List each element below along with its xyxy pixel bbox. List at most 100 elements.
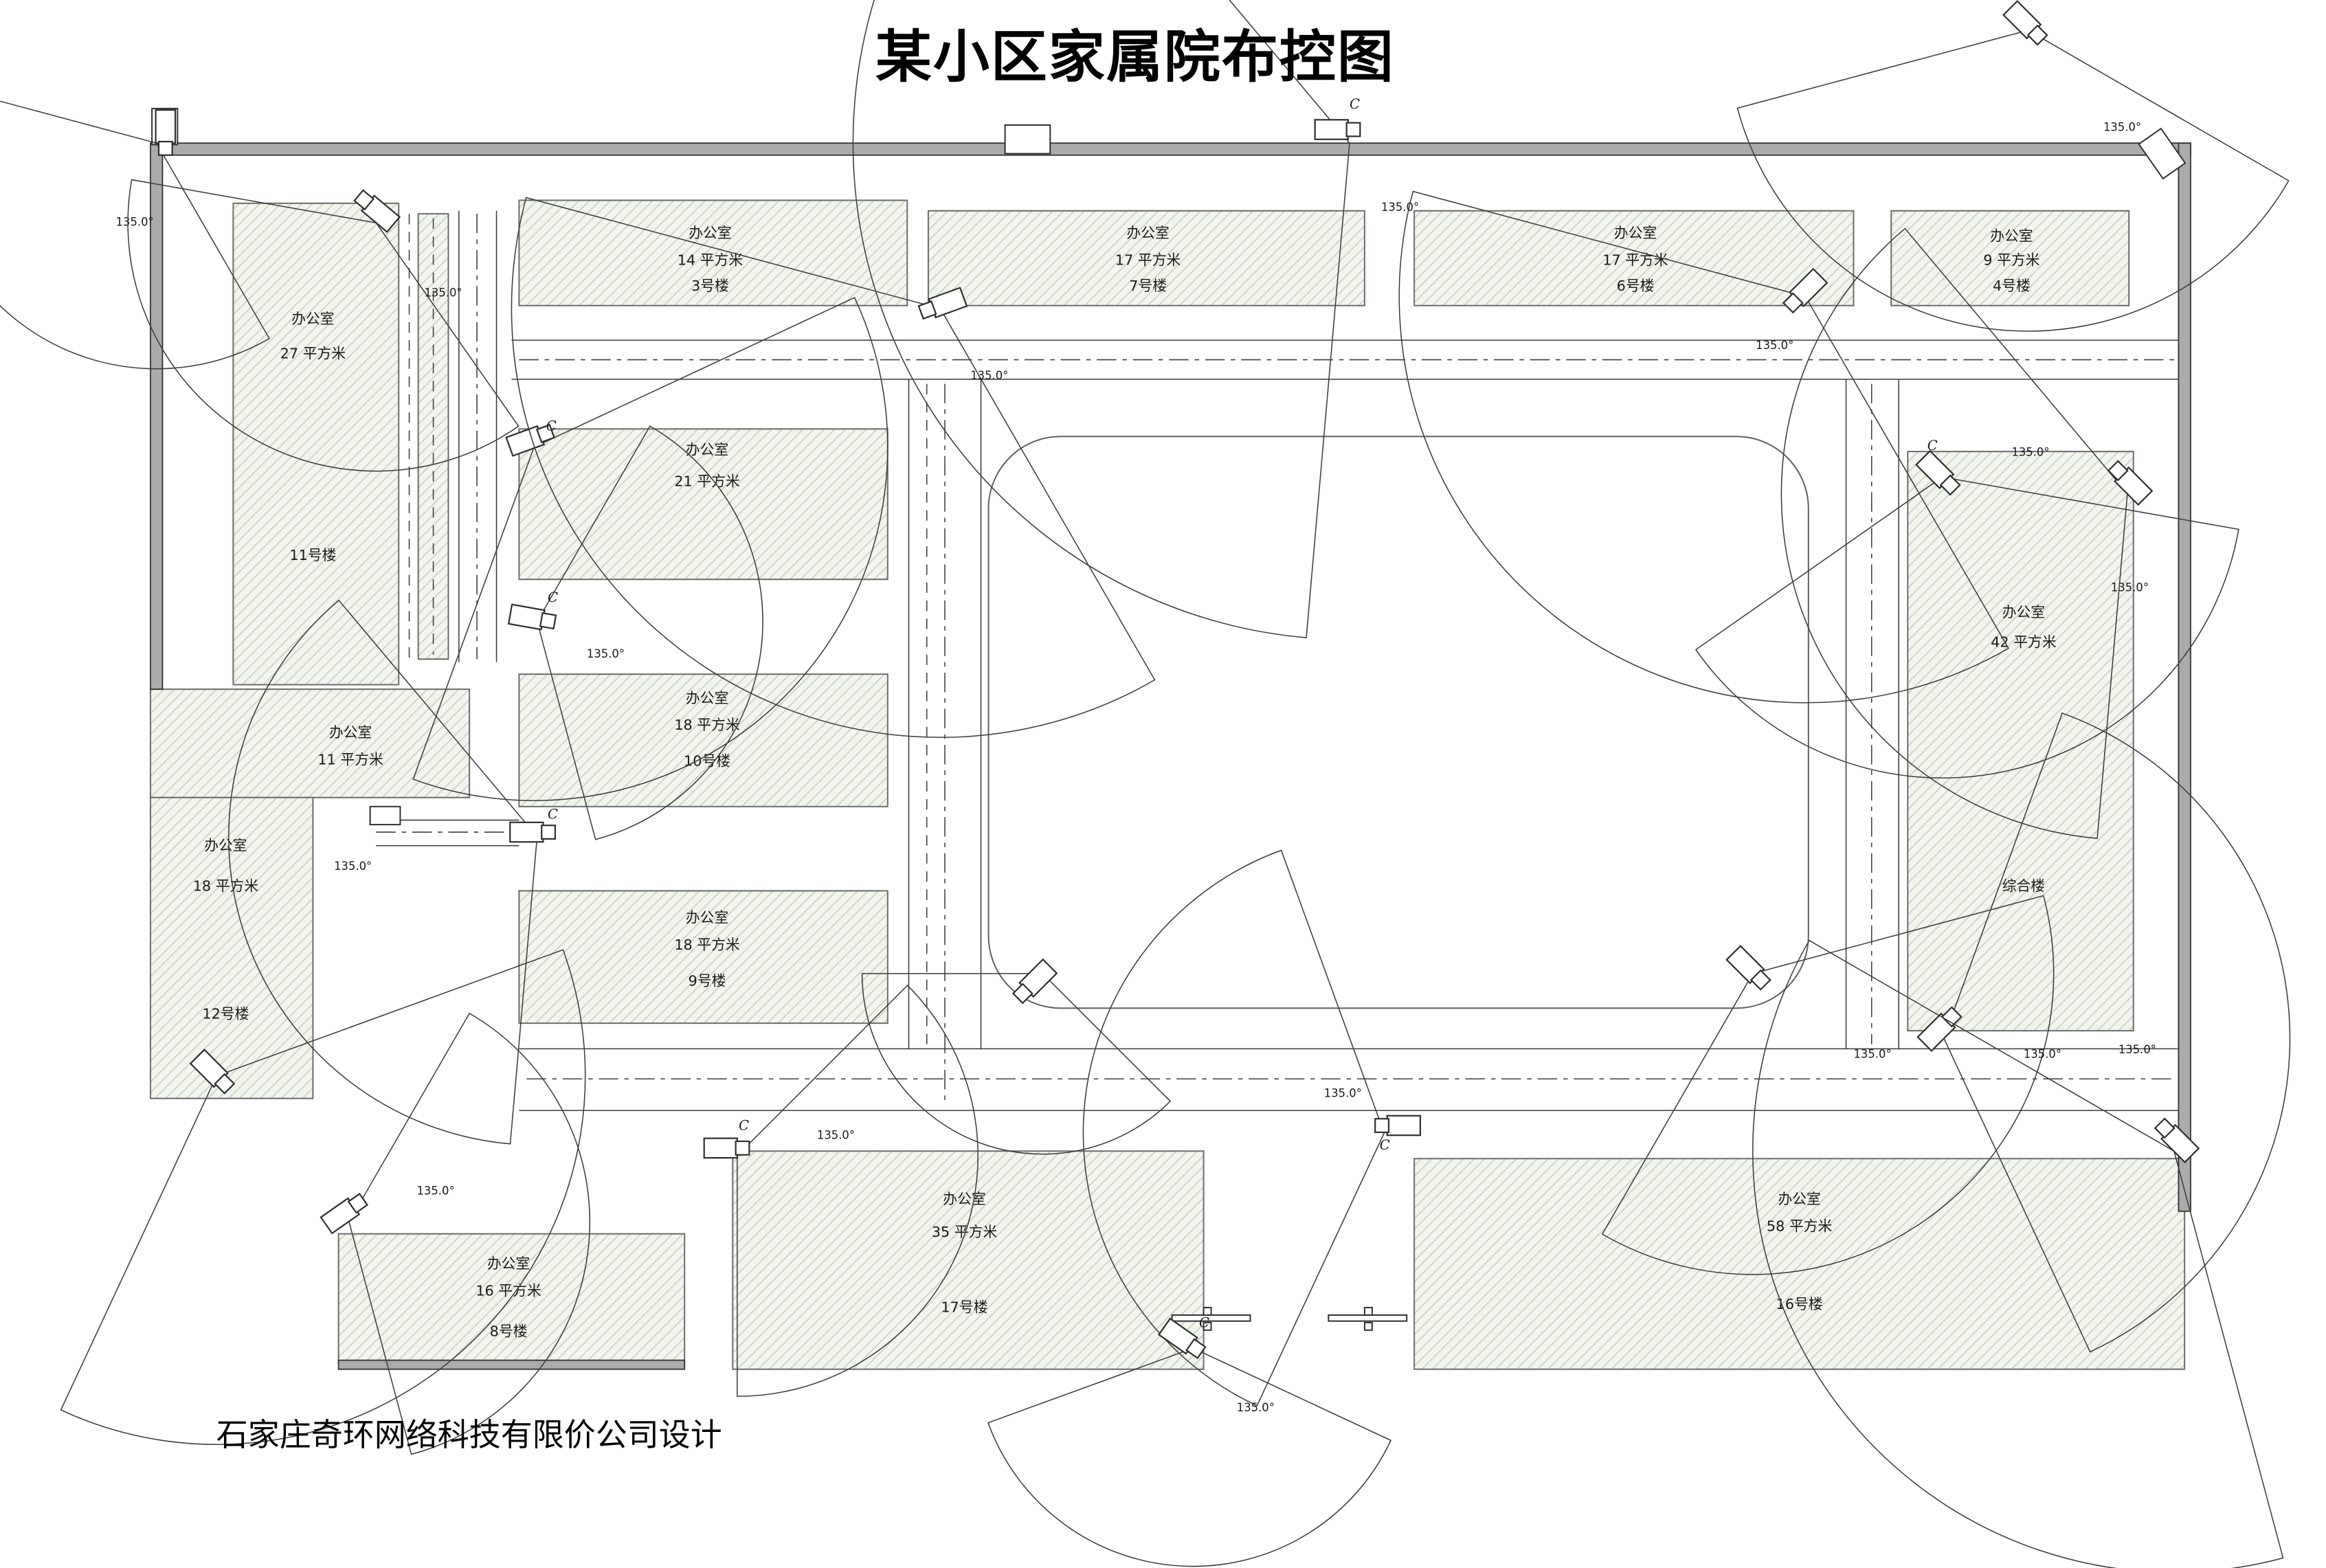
building-label: 3号楼 [691,278,729,294]
building-label: 11号楼 [289,547,336,563]
fov-angle-label: 135.0° [2118,1043,2156,1056]
building-label: 办公室 [291,311,334,327]
fov-angle-label: 135.0° [2111,581,2149,594]
building-label: 办公室 [204,837,247,853]
building-label: 办公室 [686,909,728,926]
building-label: 办公室 [1990,228,2033,245]
building-label: 办公室 [1614,225,1657,241]
building-label: 42 平方米 [1991,634,2057,651]
camera-fov-arc [1752,939,2284,1568]
camera-fov-arc [1736,30,2290,332]
camera-icon [1782,267,1829,314]
fov-angle-label: 135.0° [424,287,462,300]
camera-fov-arc [536,425,763,840]
fov-angle-label: 135.0° [1381,201,1419,214]
gate-post [2138,127,2187,180]
camera-icon [1314,119,1361,140]
camera-icon [917,287,968,320]
camera-icon [509,821,557,843]
fov-angle-label: 135.0° [1237,1401,1275,1414]
building-label: 21 平方米 [674,473,740,489]
building-label: 18 平方米 [674,937,740,953]
central-courtyard [987,436,1809,1009]
camera-mark: C [1350,96,1360,112]
camera-fov-arc [127,179,519,472]
camera-mark: C [739,1118,749,1134]
building-label: 办公室 [1126,225,1169,241]
building-label: 办公室 [686,441,728,458]
camera-fov-arc [852,0,1350,638]
fov-angle-label: 135.0° [817,1129,855,1142]
building-label: 35 平方米 [932,1224,998,1240]
building-label: 17 平方米 [1602,252,1668,269]
fov-angle-label: 135.0° [416,1185,454,1198]
camera-mark: C [546,418,557,434]
camera-icon [703,1137,750,1159]
camera-fov-arc [348,1012,590,1455]
camera-mark: C [1927,438,1938,453]
building-综合楼 [1907,451,2134,1032]
fov-angle-label: 135.0° [2024,1047,2061,1060]
building-label: 18 平方米 [674,717,740,733]
perimeter-wall [155,142,2191,156]
barrier-post [1203,1321,1212,1331]
building-16号楼 [1413,1158,2186,1370]
camera-icon [1725,945,1771,991]
building-4号楼 [1890,210,2130,306]
camera-icon [2107,460,2154,506]
building-label: 58 平方米 [1767,1218,1833,1234]
camera-fov-arc [987,1347,1392,1567]
building [149,688,471,798]
camera-icon [320,1192,369,1235]
camera-mark: C [548,590,558,605]
camera-icon [1011,958,1058,1005]
camera-icon [2002,0,2048,46]
perimeter-wall [2178,142,2191,1212]
camera-fov-arc [737,985,979,1397]
building-label: 7号楼 [1129,278,1167,294]
building-label: 办公室 [689,225,731,241]
camera-fov-arc [412,297,888,801]
camera-mark: C [548,806,558,822]
building-label: 办公室 [943,1191,985,1207]
barrier-post [1363,1321,1373,1331]
building-label: 17号楼 [941,1299,987,1316]
fov-angle-label: 135.0° [587,647,625,660]
fov-angle-label: 135.0° [1324,1086,1362,1099]
building-label: 综合楼 [2002,877,2045,894]
camera-fov-arc [511,197,1156,738]
building-label: 办公室 [329,724,372,741]
building-12号楼 [149,796,314,1099]
fov-angle-label: 135.0° [2103,121,2141,134]
camera-mark: C [1199,1314,1209,1330]
camera-icon [189,1049,236,1095]
camera-fov-arc [60,949,586,1445]
drawing-title: 某小区家属院布控图 [875,24,1395,90]
camera-icon [1915,449,1961,496]
fov-angle-label: 135.0° [2011,446,2049,459]
camera-icon [1157,1317,1207,1360]
camera-fov-arc [1943,712,2291,1353]
building-label: 17 平方米 [1115,252,1181,269]
building-3号楼 [518,199,908,306]
camera-icon [1374,1115,1422,1136]
fov-angle-label: 135.0° [1756,339,1793,352]
building-label: 办公室 [686,690,728,706]
camera-fov-arc [1601,895,2055,1275]
building-label: 16号楼 [1776,1296,1823,1312]
camera-fov-arc [0,100,270,370]
fov-angle-label: 135.0° [1853,1047,1891,1060]
building-label: 14 平方米 [678,252,743,269]
barrier-post [1203,1306,1212,1316]
camera-fov-arc [1082,849,1385,1407]
building-label: 16 平方米 [476,1282,541,1299]
designer-credit: 石家庄奇环网络科技有限价公司设计 [216,1416,722,1453]
building-label: 12号楼 [202,1006,249,1022]
building-label: 6号楼 [1617,278,1655,294]
camera-fov-arc [1695,476,2239,779]
building-label: 办公室 [1778,1191,1820,1207]
camera-icon [155,109,177,156]
entrance-barrier [1171,1314,1251,1322]
barrier-post [1363,1306,1373,1316]
